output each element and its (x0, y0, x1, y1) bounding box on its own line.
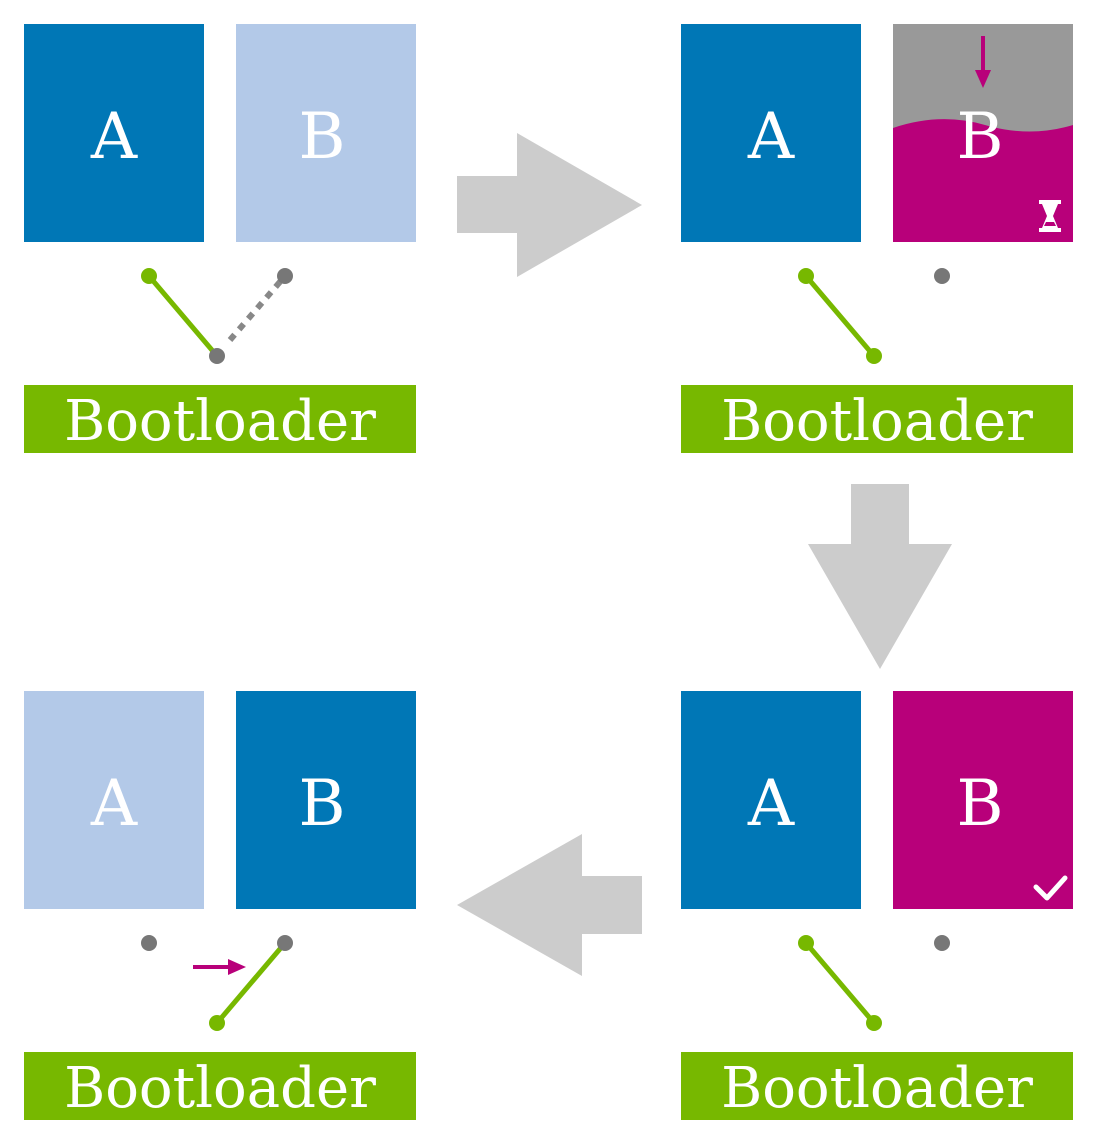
panel-step-4: A B Bootloader (24, 691, 416, 1121)
slot-a-active (681, 691, 861, 909)
bootloader-box (24, 1052, 416, 1120)
slot-b-active (236, 691, 416, 909)
slot-b-updated (893, 691, 1073, 909)
switch-pivot (866, 1015, 882, 1031)
switch-pin-b (277, 935, 293, 951)
slot-b-writing-update: B (893, 24, 1073, 242)
switch-pin-a (798, 935, 814, 951)
slot-a-inactive (24, 691, 204, 909)
download-arrow-icon (975, 36, 991, 88)
panel-step-1: A B Bootloader (24, 24, 416, 454)
boot-switch (141, 268, 293, 364)
slot-b-inactive (236, 24, 416, 242)
slot-a-label: A (90, 767, 138, 841)
boot-switch (798, 935, 950, 1031)
hourglass-icon (1039, 200, 1061, 232)
slot-a-active (24, 24, 204, 242)
switch-pin-b (934, 935, 950, 951)
slot-b-label: B (298, 767, 345, 841)
slot-a-active (681, 24, 861, 242)
slot-b-label: B (956, 767, 1003, 841)
flow-arrow-left (457, 834, 642, 976)
panel-step-2: A B Bootloader (681, 24, 1073, 454)
bootloader-label: Bootloader (721, 389, 1033, 454)
switch-pivot (866, 348, 882, 364)
slot-b-label: B (298, 100, 345, 174)
flow-arrow-right (457, 133, 642, 277)
switch-line-to-b (215, 941, 287, 1025)
slot-b-label: B (956, 100, 1003, 174)
bootloader-box (681, 1052, 1073, 1120)
slot-a-label: A (747, 100, 795, 174)
switch-arrow-icon (193, 959, 246, 975)
switch-dotted-to-b (227, 274, 288, 342)
switch-pin-a (141, 935, 157, 951)
slot-a-label: A (90, 100, 138, 174)
switch-line-to-a (147, 274, 219, 358)
switch-line-to-a (804, 941, 876, 1025)
bootloader-label: Bootloader (64, 1056, 376, 1121)
bootloader-label: Bootloader (721, 1056, 1033, 1121)
switch-pivot (209, 1015, 225, 1031)
bootloader-label: Bootloader (64, 389, 376, 454)
slot-a-label: A (747, 767, 795, 841)
switch-pin-a (798, 268, 814, 284)
boot-switch (141, 935, 293, 1031)
switch-pin-b (277, 268, 293, 284)
switch-pin-b (934, 268, 950, 284)
boot-switch (798, 268, 950, 364)
bootloader-box (24, 385, 416, 453)
flow-arrow-down (808, 484, 952, 669)
panel-step-3: A B Bootloader (681, 691, 1073, 1121)
switch-line-to-a (804, 274, 876, 358)
switch-pin-a (141, 268, 157, 284)
bootloader-box (681, 385, 1073, 453)
slot-b-fill-wave (893, 119, 1073, 242)
checkmark-icon (1033, 875, 1068, 901)
switch-pivot (209, 348, 225, 364)
